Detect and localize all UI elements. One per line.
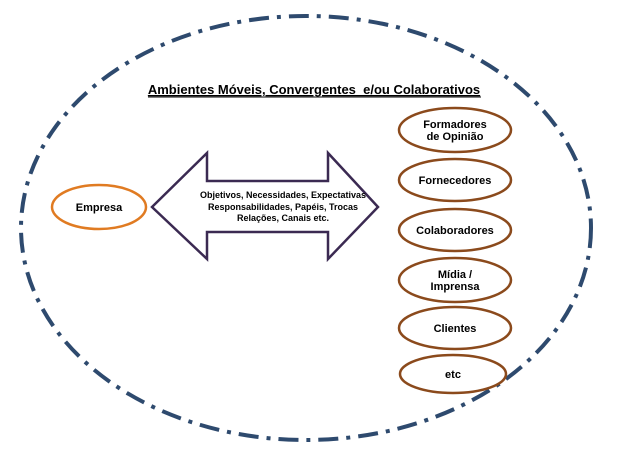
stakeholder-ellipse xyxy=(397,207,513,253)
stakeholder-ellipse xyxy=(397,256,513,304)
stakeholder-label: Clientes xyxy=(434,323,477,335)
stakeholder-ellipse xyxy=(397,157,513,203)
stakeholder-label: Formadores xyxy=(423,119,487,131)
stakeholder-label: de Opinião xyxy=(427,131,484,143)
arrow-text-line: Objetivos, Necessidades, Expectativas xyxy=(200,190,366,200)
stakeholder-ellipse xyxy=(398,353,508,395)
stakeholder-ellipse xyxy=(397,106,513,154)
stakeholder-label: Fornecedores xyxy=(419,175,492,187)
arrow-text: Objetivos, Necessidades, ExpectativasRes… xyxy=(200,190,366,223)
stakeholder-label: Imprensa xyxy=(431,281,481,293)
stakeholder-node: etc xyxy=(398,353,508,395)
company-label: Empresa xyxy=(76,202,123,214)
arrow-text-line: Responsabilidades, Papéis, Trocas xyxy=(208,202,358,212)
double-arrow xyxy=(150,149,380,263)
stakeholder-label: Colaboradores xyxy=(416,225,494,237)
stakeholder-node: Fornecedores xyxy=(397,157,513,203)
stakeholder-label: Mídia / xyxy=(438,269,472,281)
stakeholder-node: Clientes xyxy=(397,305,513,351)
stakeholder-label: etc xyxy=(445,369,461,381)
stakeholder-ellipse xyxy=(397,305,513,351)
company-node xyxy=(50,183,148,231)
arrow-text-line: Relações, Canais etc. xyxy=(237,213,329,223)
stakeholder-node: Mídia /Imprensa xyxy=(397,256,513,304)
outer-dashed-ellipse xyxy=(19,14,593,442)
diagram-title: Ambientes Móveis, Convergentes e/ou Cola… xyxy=(148,82,480,97)
stakeholder-node: Colaboradores xyxy=(397,207,513,253)
